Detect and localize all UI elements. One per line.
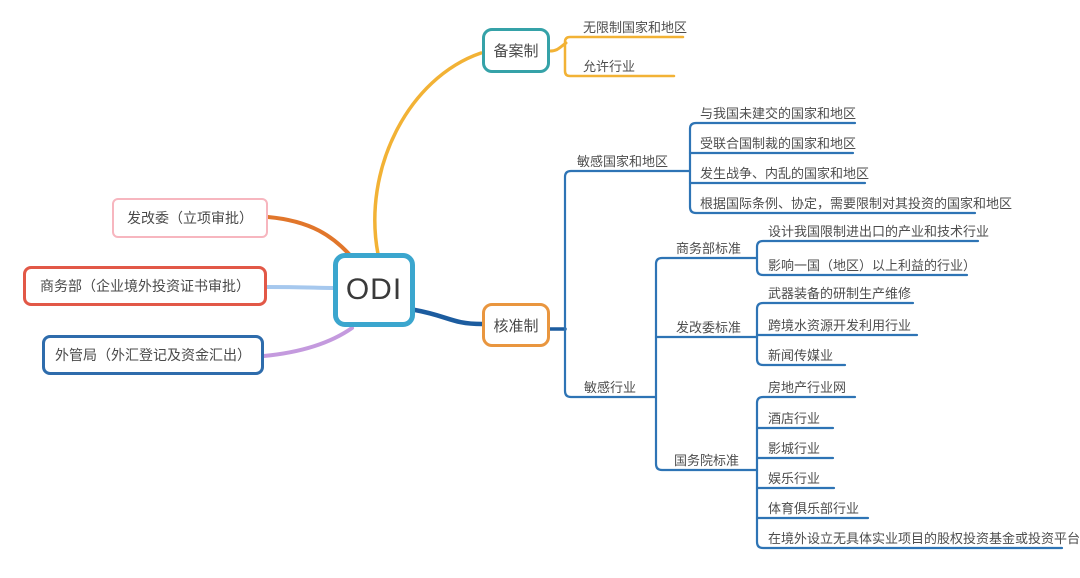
bracket-statecouncil [755,395,1064,550]
node-fagaiwei[interactable]: 发改委（立项审批） [112,198,268,238]
leaf-war-unrest[interactable]: 发生战争、内乱的国家和地区 [700,166,870,181]
label-sensitive-industries[interactable]: 敏感行业 [584,380,637,395]
leaf-hotel[interactable]: 酒店行业 [768,411,821,426]
leaf-no-diplomatic-relations[interactable]: 与我国未建交的国家和地区 [700,106,857,121]
label-sensitive-countries[interactable]: 敏感国家和地区 [577,154,669,169]
edge-fagaiwei [266,215,351,256]
edge-waiguanju [262,326,354,358]
root-node-odi[interactable]: ODI [333,253,415,327]
bracket-approval [563,169,692,399]
bracket-sensitive-countries [688,121,977,215]
leaf-multi-region-interests[interactable]: 影响一国（地区）以上利益的行业） [768,258,977,273]
node-filing-system[interactable]: 备案制 [482,28,550,73]
node-waiguanju[interactable]: 外管局（外汇登记及资金汇出） [42,335,264,375]
leaf-offshore-equity-platform[interactable]: 在境外设立无具体实业项目的股权投资基金或投资平台 [768,531,1080,546]
edge-filing-bracket [548,41,568,53]
leaf-crossborder-water[interactable]: 跨境水资源开发利用行业 [768,318,912,333]
leaf-unrestricted-countries[interactable]: 无限制国家和地区 [583,20,688,35]
leaf-un-sanctioned[interactable]: 受联合国制裁的国家和地区 [700,136,857,151]
leaf-restricted-import-export[interactable]: 设计我国限制进出口的产业和技术行业 [768,224,990,239]
leaf-sports-club[interactable]: 体育俱乐部行业 [768,501,860,516]
leaf-news-media[interactable]: 新闻传媒业 [768,348,834,363]
bracket-mofcom [755,239,980,277]
leaf-permitted-industries[interactable]: 允许行业 [583,59,636,74]
label-ndrc-standard[interactable]: 发改委标准 [676,320,742,335]
edge-shangwubu [265,285,335,290]
bracket-sensitive-industries [654,256,759,472]
label-mofcom-standard[interactable]: 商务部标准 [676,241,742,256]
leaf-cinema[interactable]: 影城行业 [768,441,821,456]
leaf-real-estate[interactable]: 房地产行业网 [768,380,847,395]
leaf-entertainment[interactable]: 娱乐行业 [768,471,821,486]
leaf-weapons-equipment[interactable]: 武器装备的研制生产维修 [768,286,912,301]
node-shangwubu[interactable]: 商务部（企业境外投资证书审批） [23,266,267,306]
label-statecouncil-standard[interactable]: 国务院标准 [674,453,740,468]
leaf-treaty-restricted[interactable]: 根据国际条例、协定，需要限制对其投资的国家和地区 [700,196,1013,211]
bracket-filing [563,35,685,78]
edge-root-filing [373,51,483,256]
edge-root-approval [412,307,485,327]
node-approval-system[interactable]: 核准制 [482,303,550,347]
